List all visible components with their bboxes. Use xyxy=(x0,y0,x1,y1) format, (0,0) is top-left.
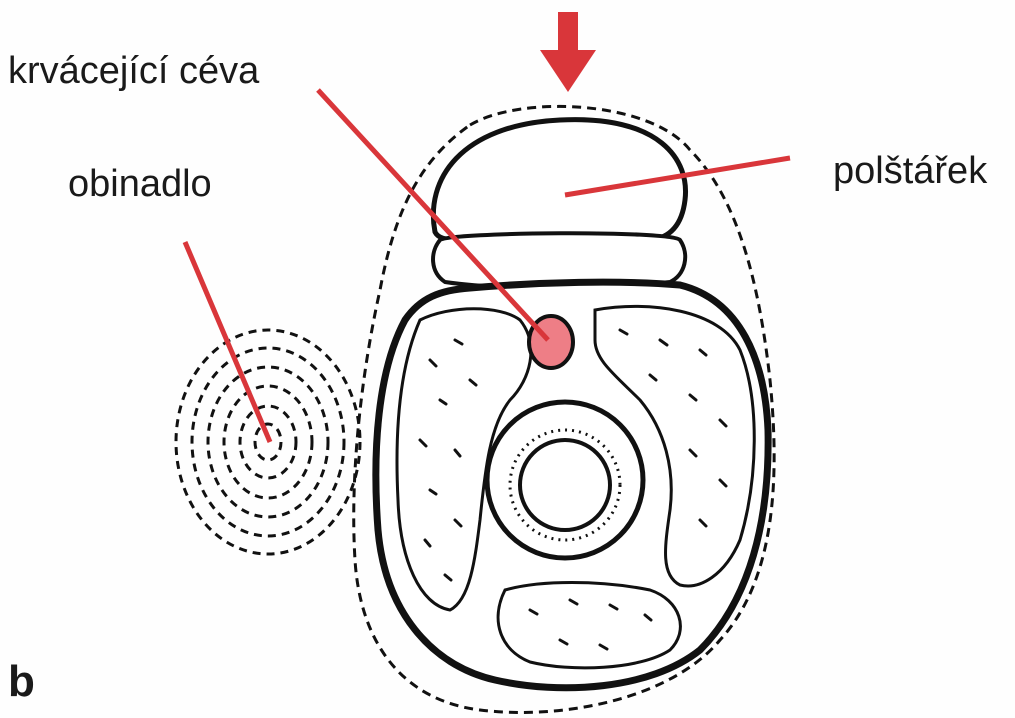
label-bandage: obinadlo xyxy=(68,165,212,203)
bone-marrow-cavity xyxy=(520,440,610,530)
arrow-down-icon xyxy=(540,12,596,92)
label-bleeding-vessel: krvácející céva xyxy=(8,52,259,90)
panel-letter: b xyxy=(8,660,35,704)
label-pad: polštářek xyxy=(833,152,987,190)
leader-line-bandage xyxy=(185,242,270,442)
